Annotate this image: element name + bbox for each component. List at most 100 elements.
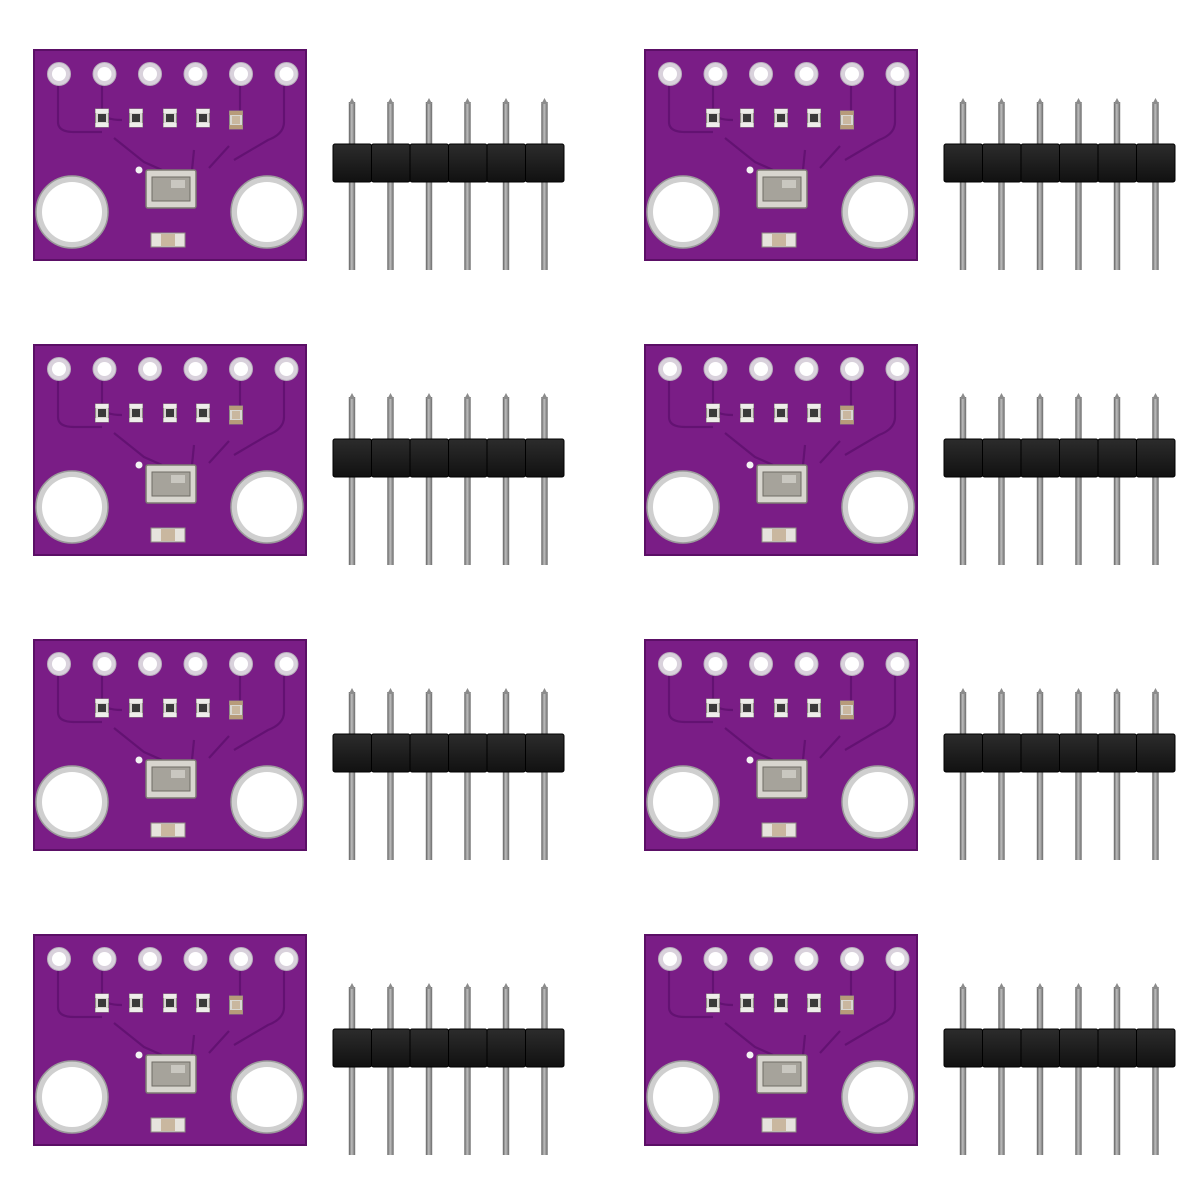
pin1-marker [746, 1051, 754, 1059]
header-block [409, 438, 449, 478]
smd-capacitor [761, 822, 797, 838]
pad-hole [663, 657, 677, 671]
sensor-module-kit [33, 934, 565, 1155]
pin-header [332, 688, 565, 860]
smd-resistor [196, 993, 210, 1013]
pin-tip [541, 688, 548, 694]
pad-hole [97, 952, 112, 966]
mounting-hole [653, 477, 713, 537]
pad-hole [97, 657, 112, 671]
header-pin [541, 102, 548, 270]
smd-resistor [95, 403, 109, 423]
pad-hole [188, 657, 203, 671]
pin-tip [502, 983, 510, 989]
sensor-module-kit [644, 934, 1176, 1155]
sensor-port [171, 770, 185, 778]
pin-tip [1075, 983, 1082, 989]
header-block [943, 733, 983, 773]
header-block [1059, 438, 1099, 478]
pad-hole [234, 67, 248, 81]
mounting-hole [653, 1067, 713, 1127]
sensor-module [644, 344, 918, 556]
pin-tip [425, 688, 433, 694]
mounting-hole [42, 477, 102, 537]
header-block [1136, 143, 1176, 183]
header-block [486, 1028, 526, 1068]
mounting-hole [42, 772, 102, 832]
pad-hole [52, 362, 66, 376]
header-block [1059, 1028, 1099, 1068]
header-block [1136, 733, 1176, 773]
pad-hole [97, 67, 112, 81]
smd-resistor [163, 698, 177, 718]
pin-tip [541, 393, 548, 399]
header-pin [387, 102, 394, 270]
mounting-hole [237, 772, 297, 832]
mounting-hole [237, 477, 297, 537]
pad-hole [845, 657, 859, 671]
pad-hole [234, 657, 248, 671]
pin-tip [1075, 688, 1082, 694]
pad-hole [799, 362, 814, 376]
smd-resistor [129, 698, 143, 718]
header-pin [348, 692, 356, 860]
pad-hole [708, 657, 723, 671]
header-block [525, 1028, 565, 1068]
pad-hole [708, 67, 723, 81]
sensor-port [782, 475, 796, 483]
sensor-port [171, 475, 185, 483]
header-pin [464, 102, 471, 270]
pad-hole [708, 362, 723, 376]
pin1-marker [135, 166, 143, 174]
header-block [486, 733, 526, 773]
pin-tip [1036, 393, 1044, 399]
pad-hole [754, 952, 768, 966]
pin-tip [959, 393, 967, 399]
header-pin [541, 397, 548, 565]
header-pin [464, 987, 471, 1155]
pad-hole [52, 657, 66, 671]
sensor-module [33, 49, 307, 261]
header-pin [502, 397, 510, 565]
smd-resistor [740, 698, 754, 718]
header-pin [1152, 692, 1159, 860]
header-block [448, 143, 488, 183]
header-block [409, 1028, 449, 1068]
pad-hole [845, 67, 859, 81]
smd-resistor [740, 108, 754, 128]
pin1-marker [135, 461, 143, 469]
header-block [332, 733, 372, 773]
pin-tip [959, 983, 967, 989]
mounting-hole [237, 182, 297, 242]
smd-resistor [196, 108, 210, 128]
pin-header [332, 98, 565, 270]
smd-resistor [706, 108, 720, 128]
pad-hole [799, 67, 814, 81]
header-pin [998, 987, 1005, 1155]
pin-tip [1075, 393, 1082, 399]
pin1-marker [135, 756, 143, 764]
header-block [448, 733, 488, 773]
header-pin [1113, 102, 1121, 270]
pin-tip [464, 98, 471, 104]
header-block [943, 143, 983, 183]
smd-capacitor [150, 232, 186, 248]
header-pin [1075, 102, 1082, 270]
header-pin [998, 692, 1005, 860]
header-pin [1036, 102, 1044, 270]
header-pin [502, 987, 510, 1155]
pin-tip [1152, 688, 1159, 694]
mounting-hole [237, 1067, 297, 1127]
header-block [332, 438, 372, 478]
pad-hole [754, 67, 768, 81]
pad-hole [890, 952, 905, 966]
pin-tip [1113, 393, 1121, 399]
header-pin [425, 102, 433, 270]
pad-hole [188, 362, 203, 376]
sensor-port [782, 1065, 796, 1073]
pad-hole [663, 952, 677, 966]
pin-header [943, 688, 1176, 860]
pad-hole [143, 67, 157, 81]
header-block [982, 143, 1022, 183]
